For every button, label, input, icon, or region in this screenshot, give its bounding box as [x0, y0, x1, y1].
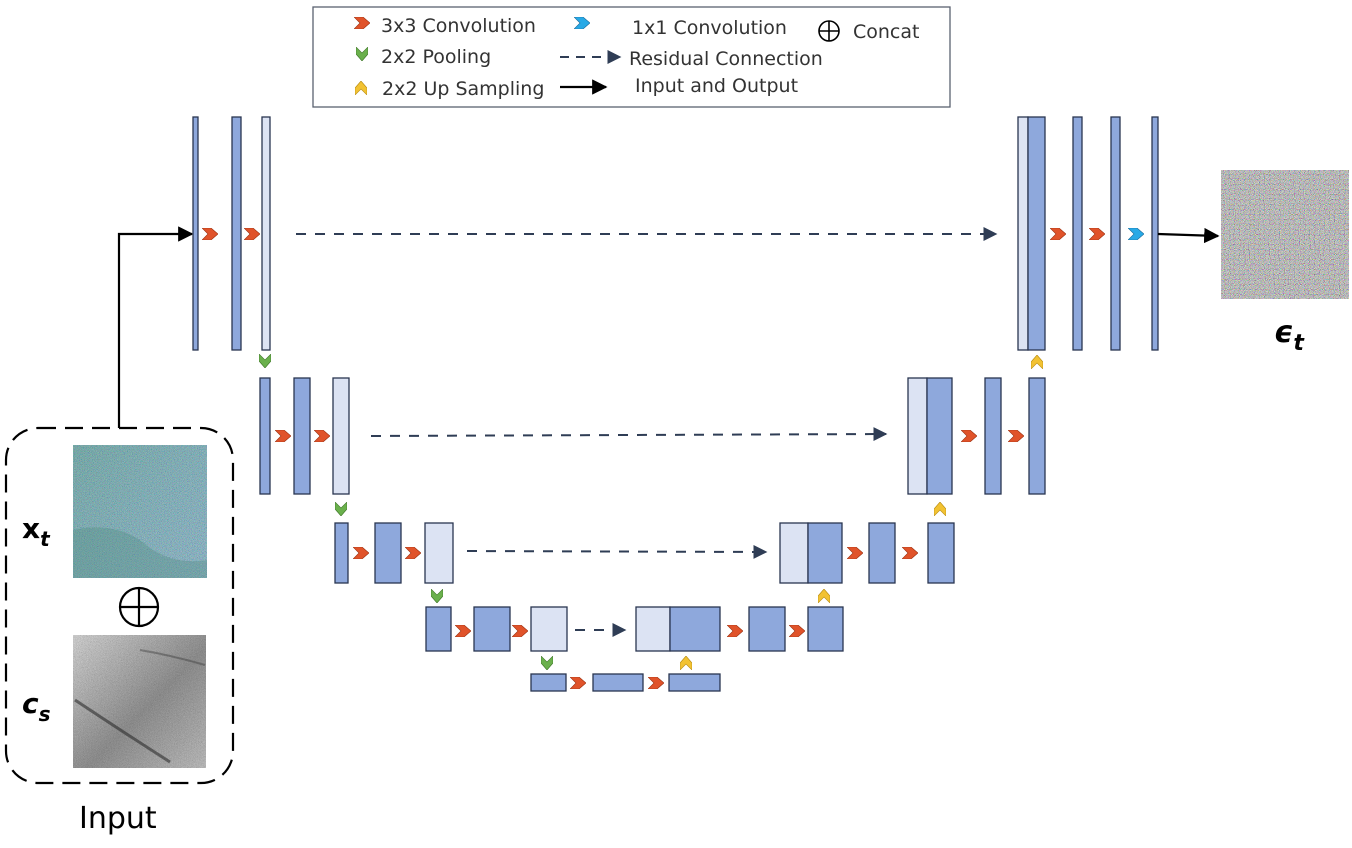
enc3-block-c — [424, 522, 454, 584]
legend-box — [312, 6, 951, 108]
residual-connection-level-2 — [370, 427, 888, 442]
enc2-block-b — [293, 377, 311, 495]
conv3-icon — [244, 228, 260, 240]
dec3-up-block — [807, 522, 843, 584]
bottleneck-block-b — [592, 673, 644, 692]
conv3-icon — [789, 625, 805, 637]
upsample-icon — [1031, 355, 1043, 369]
dec1-block-b — [1110, 116, 1121, 351]
dec4-skip-block — [635, 606, 671, 652]
conv3-icon — [405, 547, 421, 559]
xt-label: xt — [22, 512, 51, 551]
legend-conv3-label: 3x3 Convolution — [381, 15, 536, 37]
conv3-icon — [1008, 430, 1024, 442]
decoder-level-1 — [1017, 116, 1159, 351]
concat-legend-icon — [818, 20, 840, 42]
legend-residual-label: Residual Connection — [629, 48, 823, 70]
encoder-level-2 — [259, 377, 350, 495]
enc3-block-b — [374, 522, 402, 584]
enc1-block-c — [261, 116, 271, 351]
conv3-icon — [961, 430, 977, 442]
upsample-icon — [680, 656, 692, 670]
dec3-skip-block — [779, 522, 809, 584]
dec3-block-a — [868, 522, 896, 584]
conv3-icon — [727, 625, 743, 637]
pool-icon — [541, 656, 553, 670]
conv1-icon — [1128, 228, 1144, 240]
residual-connection-level-3 — [466, 544, 768, 559]
xt-image — [73, 445, 207, 578]
upsample-icon — [818, 589, 830, 603]
pool-icon — [259, 354, 271, 368]
output-noise-image — [1221, 170, 1349, 299]
enc4-block-b — [473, 606, 511, 652]
legend: 3x3 Convolution 1x1 Convolution Concat 2… — [312, 6, 951, 108]
encoder-level-1 — [192, 116, 271, 351]
legend-conv1-label: 1x1 Convolution — [632, 17, 787, 39]
legend-concat-label: Concat — [853, 21, 919, 43]
legend-io-label: Input and Output — [635, 75, 798, 97]
legend-upsample-label: 2x2 Up Sampling — [382, 78, 544, 100]
residual-connections — [296, 227, 998, 637]
dec4-up-block — [669, 606, 721, 652]
decoder-level-3 — [779, 522, 955, 584]
input-caption: Input — [79, 801, 157, 836]
dec2-block-a — [984, 377, 1002, 495]
enc4-block-c — [530, 606, 568, 652]
epsilon-t-label: ϵt — [1274, 315, 1305, 356]
dec1-block-c — [1151, 116, 1159, 351]
conv3-icon — [455, 625, 471, 637]
bottleneck-block-c — [668, 673, 721, 692]
enc3-block-a — [334, 522, 349, 584]
pool-icon — [431, 589, 443, 603]
concat-symbol-icon — [118, 586, 160, 628]
dec2-up-block — [926, 377, 953, 495]
conv3-icon — [1089, 228, 1105, 240]
enc4-block-a — [425, 606, 452, 652]
decoder-level-4 — [635, 606, 844, 652]
decoder-level-2 — [907, 377, 1046, 495]
encoder-level-3 — [334, 522, 454, 584]
cs-image — [73, 635, 206, 768]
conv3-icon — [353, 547, 369, 559]
pool-icon — [335, 502, 347, 516]
dec2-block-b — [1028, 377, 1046, 495]
enc1-block-a — [192, 116, 199, 351]
conv3-icon — [648, 677, 664, 689]
enc1-block-b — [231, 116, 242, 351]
conv3-icon — [847, 547, 863, 559]
conv3-icon — [902, 547, 918, 559]
conv3-icon — [1050, 228, 1066, 240]
dec3-block-b — [927, 522, 955, 584]
input-group: xt cs Input — [4, 426, 235, 836]
dec2-skip-block — [907, 377, 928, 495]
upsample-icon — [934, 502, 946, 516]
conv3-icon — [275, 430, 291, 442]
cs-label: cs — [22, 687, 51, 726]
input-arrow — [117, 226, 194, 428]
conv3-icon — [314, 430, 330, 442]
output-arrow — [1157, 227, 1220, 244]
dec1-up-block — [1027, 116, 1046, 351]
bottleneck — [530, 673, 721, 692]
dec1-skip-block — [1017, 116, 1029, 351]
conv3-icon — [202, 228, 218, 240]
dec4-block-b — [807, 606, 844, 652]
dec4-block-a — [748, 606, 786, 652]
conv3-icon — [512, 625, 528, 637]
encoder-level-4 — [425, 606, 568, 652]
enc2-block-a — [259, 377, 271, 495]
conv3-icon — [570, 677, 586, 689]
legend-pool-label: 2x2 Pooling — [381, 46, 491, 68]
dec1-block-a — [1072, 116, 1083, 351]
bottleneck-block-a — [530, 673, 567, 692]
enc2-block-c — [332, 377, 350, 495]
